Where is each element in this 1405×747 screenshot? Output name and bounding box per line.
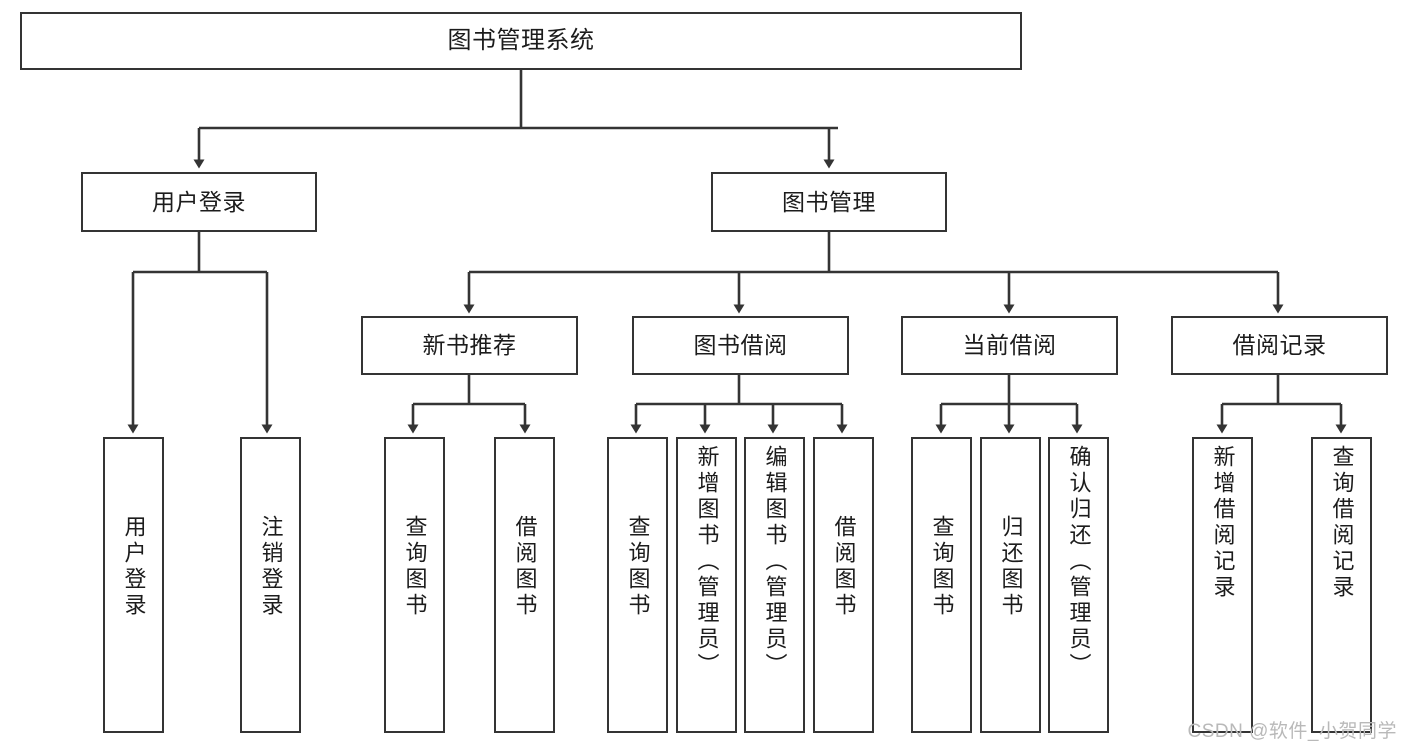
node-leaf-query-book-3[interactable]: 查询图书 [911, 437, 972, 733]
node-leaf-query-record-label: 查询借阅记录 [1329, 445, 1355, 601]
node-leaf-query-book-2[interactable]: 查询图书 [607, 437, 668, 733]
node-leaf-user-logout-label: 注销登录 [258, 515, 284, 619]
node-book-management[interactable]: 图书管理 [711, 172, 947, 232]
node-book-borrow-label: 图书借阅 [693, 332, 788, 359]
node-leaf-confirm-return[interactable]: 确认归还（管理员） [1048, 437, 1109, 733]
node-leaf-query-book-3-label: 查询图书 [929, 515, 955, 619]
node-leaf-return-book[interactable]: 归还图书 [980, 437, 1041, 733]
node-leaf-add-record-label: 新增借阅记录 [1210, 445, 1236, 601]
node-leaf-user-login-label: 用户登录 [121, 515, 147, 619]
watermark-text: CSDN @软件_小贺同学 [1187, 721, 1397, 742]
node-leaf-user-login[interactable]: 用户登录 [103, 437, 164, 733]
node-book-management-label: 图书管理 [782, 188, 876, 215]
node-leaf-confirm-return-label: 确认归还（管理员） [1066, 445, 1092, 679]
node-root[interactable]: 图书管理系统 [20, 12, 1022, 70]
node-leaf-return-book-label: 归还图书 [998, 515, 1024, 619]
node-leaf-edit-book[interactable]: 编辑图书（管理员） [744, 437, 805, 733]
node-leaf-edit-book-label: 编辑图书（管理员） [762, 445, 788, 679]
node-book-borrow[interactable]: 图书借阅 [632, 316, 849, 375]
node-leaf-query-book-2-label: 查询图书 [625, 515, 651, 619]
node-new-book-recommend[interactable]: 新书推荐 [361, 316, 578, 375]
node-current-borrow-label: 当前借阅 [962, 332, 1057, 359]
node-current-borrow[interactable]: 当前借阅 [901, 316, 1118, 375]
node-borrow-record[interactable]: 借阅记录 [1171, 316, 1388, 375]
node-leaf-query-record[interactable]: 查询借阅记录 [1311, 437, 1372, 733]
node-leaf-borrow-book-1-label: 借阅图书 [512, 515, 538, 619]
node-leaf-add-book[interactable]: 新增图书（管理员） [676, 437, 737, 733]
node-leaf-add-book-label: 新增图书（管理员） [694, 445, 720, 679]
node-root-label: 图书管理系统 [447, 27, 595, 55]
node-user-login[interactable]: 用户登录 [81, 172, 317, 232]
node-borrow-record-label: 借阅记录 [1232, 332, 1327, 359]
node-leaf-query-book-1-label: 查询图书 [402, 515, 428, 619]
node-user-login-label: 用户登录 [152, 188, 246, 215]
node-leaf-add-record[interactable]: 新增借阅记录 [1192, 437, 1253, 733]
node-leaf-borrow-book-1[interactable]: 借阅图书 [494, 437, 555, 733]
node-leaf-query-book-1[interactable]: 查询图书 [384, 437, 445, 733]
node-new-book-recommend-label: 新书推荐 [422, 332, 517, 359]
node-leaf-user-logout[interactable]: 注销登录 [240, 437, 301, 733]
node-leaf-borrow-book-2[interactable]: 借阅图书 [813, 437, 874, 733]
node-leaf-borrow-book-2-label: 借阅图书 [831, 515, 857, 619]
